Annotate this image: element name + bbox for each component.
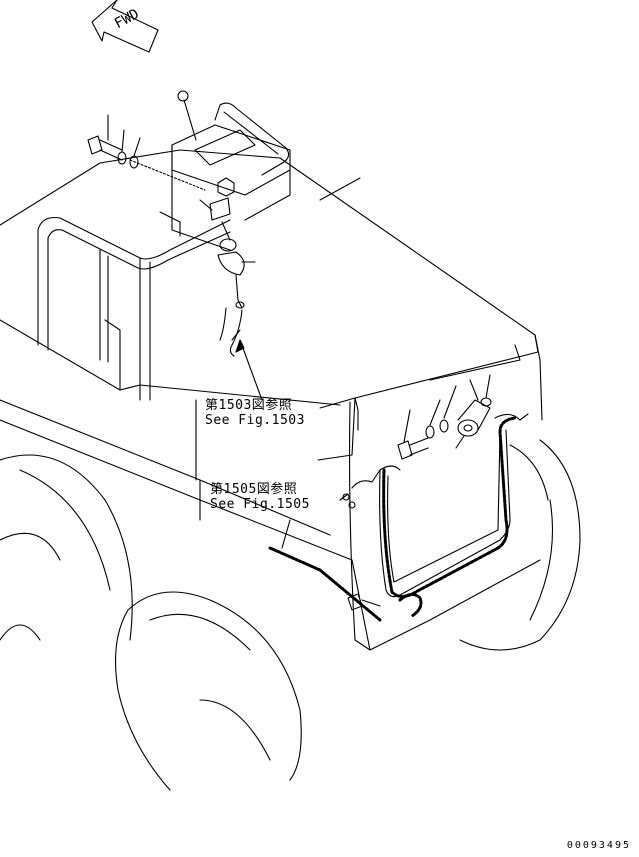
drawing-number: 00093495	[566, 840, 631, 851]
leader-arrow-1503	[195, 339, 263, 481]
bolt-icon	[87, 114, 123, 161]
reference-jp: 第1505図参照	[210, 482, 298, 497]
leader-arrow-1505	[268, 519, 382, 622]
nut-icon	[217, 177, 235, 197]
rear-panel	[379, 429, 511, 598]
panel-bolt-icon	[397, 409, 429, 460]
washer-icon	[117, 129, 141, 169]
control-box	[159, 90, 291, 251]
fwd-arrow-icon	[91, 0, 159, 53]
reference-callout-1505: 第1505図参照 See Fig.1505	[210, 482, 310, 512]
hood-body	[0, 149, 543, 651]
switch-harness	[217, 221, 256, 357]
reference-jp: 第1503図参照	[205, 398, 293, 413]
horn-icon	[455, 374, 529, 449]
connector-icon	[347, 593, 423, 618]
right-tire	[459, 439, 581, 651]
front-tire	[0, 454, 133, 641]
rear-tire	[114, 591, 302, 791]
reference-en: See Fig.1505	[210, 497, 310, 512]
handrail	[37, 216, 231, 401]
reference-en: See Fig.1503	[205, 413, 305, 428]
bracket-icon	[199, 197, 231, 221]
reference-callout-1503: 第1503図参照 See Fig.1503	[205, 398, 305, 428]
panel-washer-icon	[425, 385, 457, 439]
wire-harness	[339, 416, 517, 599]
